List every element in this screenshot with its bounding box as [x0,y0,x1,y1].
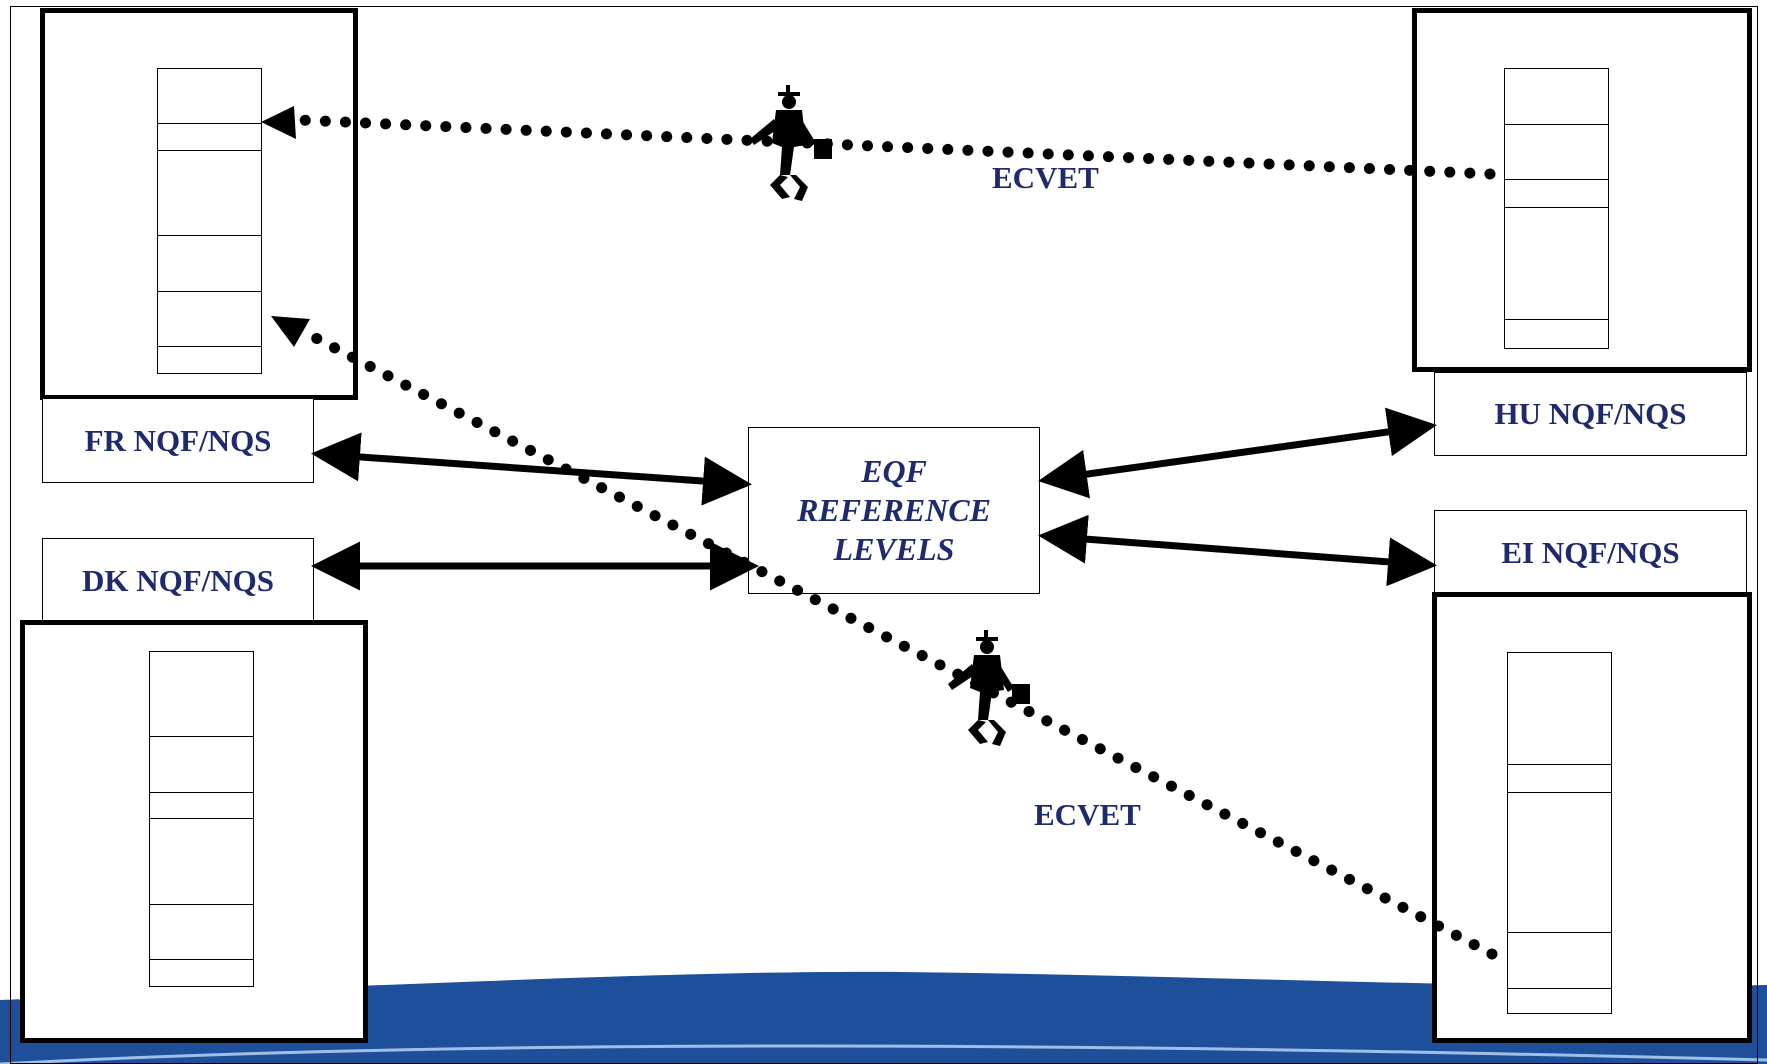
eqf-line-1: EQF [861,453,927,489]
eqf-reference-box: EQF REFERENCE LEVELS [748,427,1040,594]
hu-system-label: HU NQF/NQS [1434,372,1747,456]
ecvet-label-top: ECVET [992,160,1099,195]
fr-system-box [40,8,358,400]
eqf-line-3: LEVELS [833,531,955,567]
bottom-transfer-path [306,330,1498,960]
ei-system-label: EI NQF/NQS [1434,510,1747,596]
top-transfer-path [294,114,1496,180]
dk-label-text: DK NQF/NQS [81,563,275,598]
eqf-line-2: REFERENCE [797,492,991,528]
dk-levels-ladder [149,651,254,987]
blue-wave-band [0,971,1767,1064]
ei-label-text: EI NQF/NQS [1501,535,1680,570]
bottom-transfer-arrowhead [271,316,310,347]
dk-system-box [20,620,368,1043]
ecvet-label-bottom: ECVET [1034,797,1141,832]
ei-levels-ladder [1507,652,1612,1014]
fr-system-label: FR NQF/NQS [42,398,314,483]
top-transfer-arrowhead [261,106,296,139]
hu-label-text: HU NQF/NQS [1494,396,1687,431]
ei-system-box [1432,592,1752,1043]
fr-label-text: FR NQF/NQS [84,422,272,458]
fr-eqf-arrow [311,432,752,506]
traveller-icon-top [750,85,832,201]
ei-eqf-arrow [1038,514,1437,587]
hu-eqf-arrow [1038,407,1437,499]
hu-levels-ladder [1504,68,1609,349]
wave-highlight [0,1044,1767,1064]
fr-levels-ladder [157,68,262,374]
traveller-icon-bottom [948,630,1030,746]
hu-system-box [1412,8,1752,372]
dk-system-label: DK NQF/NQS [42,538,314,624]
